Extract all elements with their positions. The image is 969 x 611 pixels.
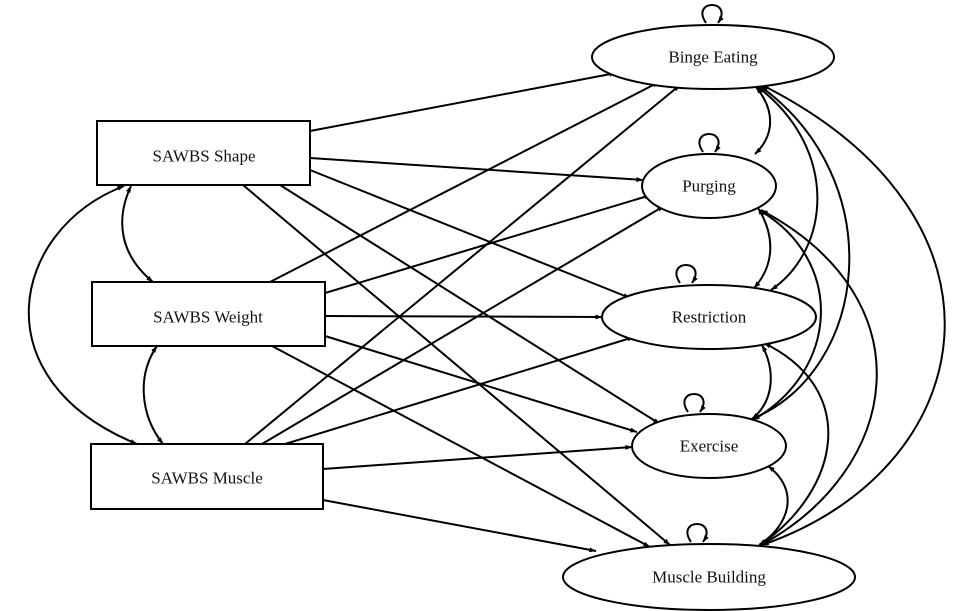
residual-variance-loop-musclebuilding bbox=[686, 523, 709, 543]
covariance-binge-purging bbox=[754, 86, 772, 155]
nodes-layer: SAWBS Shape SAWBS Weight SAWBS Muscle Bi… bbox=[90, 24, 856, 611]
covariance-shape-muscle bbox=[27, 185, 138, 445]
node-binge-eating: Binge Eating bbox=[591, 24, 835, 90]
node-exercise: Exercise bbox=[631, 413, 787, 479]
covariance-binge-exercise bbox=[751, 85, 851, 420]
node-label-sawbs-shape: SAWBS Shape bbox=[152, 147, 255, 166]
residual-variance-loop-exercise bbox=[683, 393, 706, 413]
residual-variance-loop-purging bbox=[698, 133, 721, 153]
covariance-exercise-musclebuilding bbox=[758, 465, 789, 546]
covariance-shape-weight bbox=[121, 185, 154, 283]
node-label-exercise: Exercise bbox=[680, 437, 739, 456]
residual-variance-loop-binge bbox=[701, 4, 724, 24]
node-label-sawbs-weight: SAWBS Weight bbox=[153, 308, 263, 327]
covariance-restriction-exercise bbox=[751, 344, 772, 420]
node-label-muscle-building: Muscle Building bbox=[652, 568, 766, 587]
node-purging: Purging bbox=[641, 153, 777, 219]
covariance-binge-musclebuilding bbox=[761, 84, 946, 546]
path-arrow-muscle-to-musclebuilding bbox=[322, 499, 597, 553]
node-label-purging: Purging bbox=[682, 177, 736, 196]
path-arrow-muscle-to-purging bbox=[261, 205, 665, 445]
path-arrow-muscle-to-binge bbox=[244, 84, 681, 445]
path-arrow-shape-to-purging bbox=[309, 157, 644, 183]
node-muscle-building: Muscle Building bbox=[562, 543, 856, 611]
path-arrow-shape-to-binge bbox=[309, 71, 617, 132]
covariance-binge-restriction bbox=[757, 86, 819, 291]
path-arrow-muscle-to-restriction bbox=[284, 336, 635, 445]
covariance-purging-musclebuilding bbox=[760, 209, 878, 546]
node-label-restriction: Restriction bbox=[672, 308, 747, 327]
covariance-purging-restriction bbox=[753, 207, 772, 289]
node-sawbs-weight: SAWBS Weight bbox=[91, 281, 326, 347]
covariance-weight-muscle bbox=[142, 345, 164, 445]
covariance-restriction-musclebuilding bbox=[759, 342, 830, 546]
path-arrow-shape-to-exercise bbox=[279, 184, 661, 425]
path-arrow-shape-to-musclebuilding bbox=[242, 184, 671, 546]
node-restriction: Restriction bbox=[601, 284, 817, 350]
node-sawbs-muscle: SAWBS Muscle bbox=[90, 443, 324, 510]
path-arrow-shape-to-restriction bbox=[309, 169, 631, 299]
node-label-sawbs-muscle: SAWBS Muscle bbox=[151, 469, 263, 488]
path-arrow-muscle-to-exercise bbox=[322, 445, 633, 470]
residual-variance-loop-restriction bbox=[675, 264, 698, 284]
node-label-binge-eating: Binge Eating bbox=[668, 48, 758, 67]
path-arrow-weight-to-restriction bbox=[324, 314, 603, 320]
covariance-purging-exercise bbox=[752, 209, 822, 421]
node-sawbs-shape: SAWBS Shape bbox=[96, 120, 311, 186]
path-arrow-weight-to-binge bbox=[269, 81, 660, 283]
edges-layer bbox=[27, 4, 946, 553]
path-arrow-weight-to-musclebuilding bbox=[271, 345, 651, 548]
